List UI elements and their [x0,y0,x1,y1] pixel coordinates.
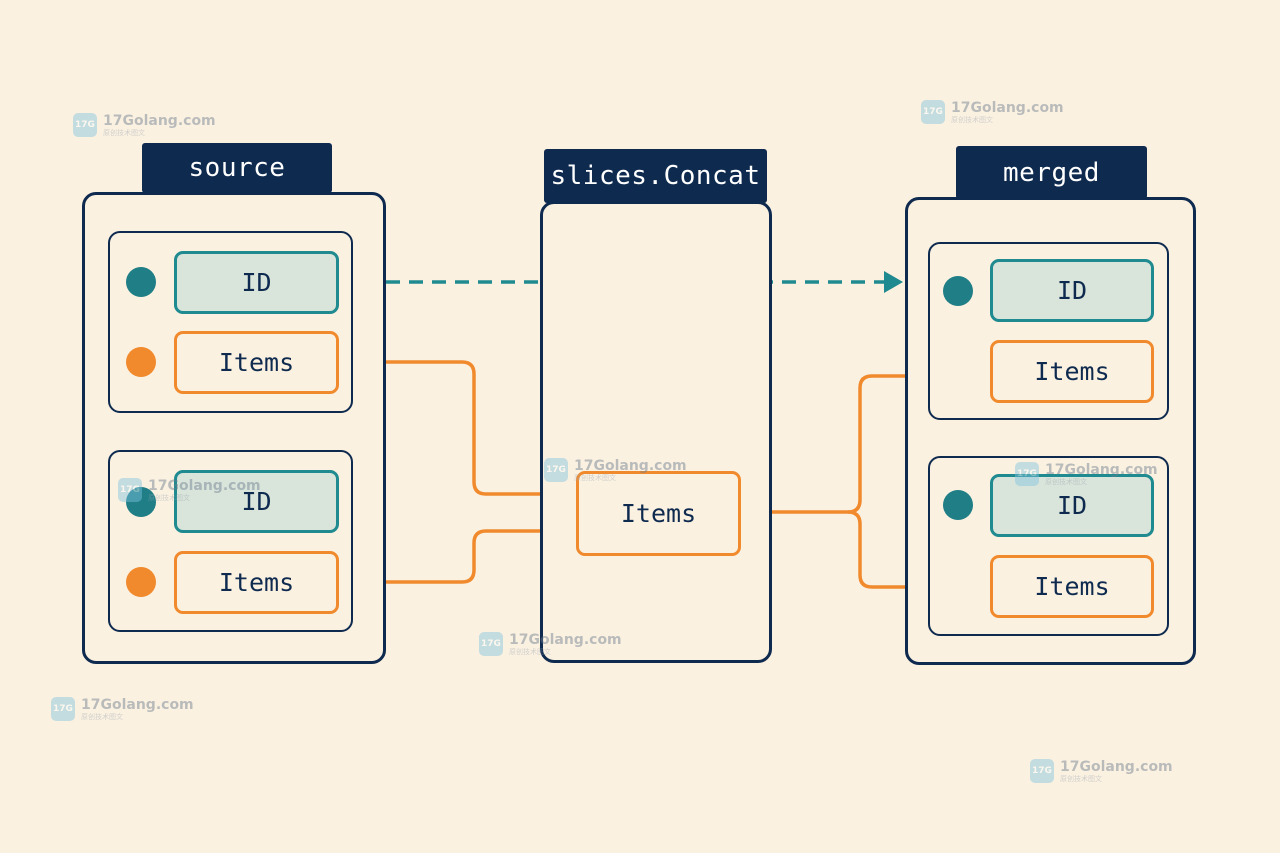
brand-logo-icon: 17G [73,113,97,137]
watermark-brand: 17Golang.com [81,696,194,713]
watermark-brand: 17Golang.com [1045,461,1158,478]
watermark-tagline: 原创技术图文 [1045,477,1087,486]
brand-logo-icon: 17G [921,100,945,124]
merged-title: merged [956,146,1147,199]
source-2-items-dot [126,567,156,597]
watermark-brand: 17Golang.com [951,99,1064,116]
merged-1-items-field: Items [990,340,1154,403]
brand-logo-icon: 17G [1015,462,1039,486]
merged-2-id-field: ID [990,474,1154,537]
concat-title: slices.Concat [544,149,767,203]
id-arrowhead-2 [884,271,903,293]
brand-logo-icon: 17G [118,478,142,502]
concat-items-field: Items [576,471,741,556]
source-1-items-dot [126,347,156,377]
items-arrow-merged-1 [847,374,954,514]
items-arrow-merged-2 [847,510,954,589]
merged-1-id-dot [943,276,973,306]
watermark-tagline: 原创技术图文 [951,115,993,124]
watermark-tagline: 原创技术图文 [81,712,123,721]
watermark-tagline: 原创技术图文 [574,473,616,482]
brand-logo-icon: 17G [544,458,568,482]
watermark-brand: 17Golang.com [103,112,216,129]
source-1-id-dot [126,267,156,297]
watermark-tagline: 原创技术图文 [509,647,551,656]
watermark-brand: 17Golang.com [574,457,687,474]
watermark-brand: 17Golang.com [509,631,622,648]
source-title: source [142,143,332,193]
source-1-items-field: Items [174,331,339,394]
watermark-tagline: 原创技术图文 [1060,774,1102,783]
merged-2-id-dot [943,490,973,520]
source-2-id-field: ID [174,470,339,533]
merged-2-items-field: Items [990,555,1154,618]
watermark-tagline: 原创技术图文 [148,493,190,502]
items-arrow-source-2 [340,529,556,584]
watermark-brand: 17Golang.com [148,477,261,494]
brand-logo-icon: 17G [1030,759,1054,783]
items-arrow-source-1 [340,360,556,496]
watermark-brand: 17Golang.com [1060,758,1173,775]
source-2-items-field: Items [174,551,339,614]
concat-panel [540,201,772,663]
watermark-tagline: 原创技术图文 [103,128,145,137]
brand-logo-icon: 17G [51,697,75,721]
merged-1-id-field: ID [990,259,1154,322]
source-1-id-field: ID [174,251,339,314]
source-2-id-dot [126,487,156,517]
brand-logo-icon: 17G [479,632,503,656]
